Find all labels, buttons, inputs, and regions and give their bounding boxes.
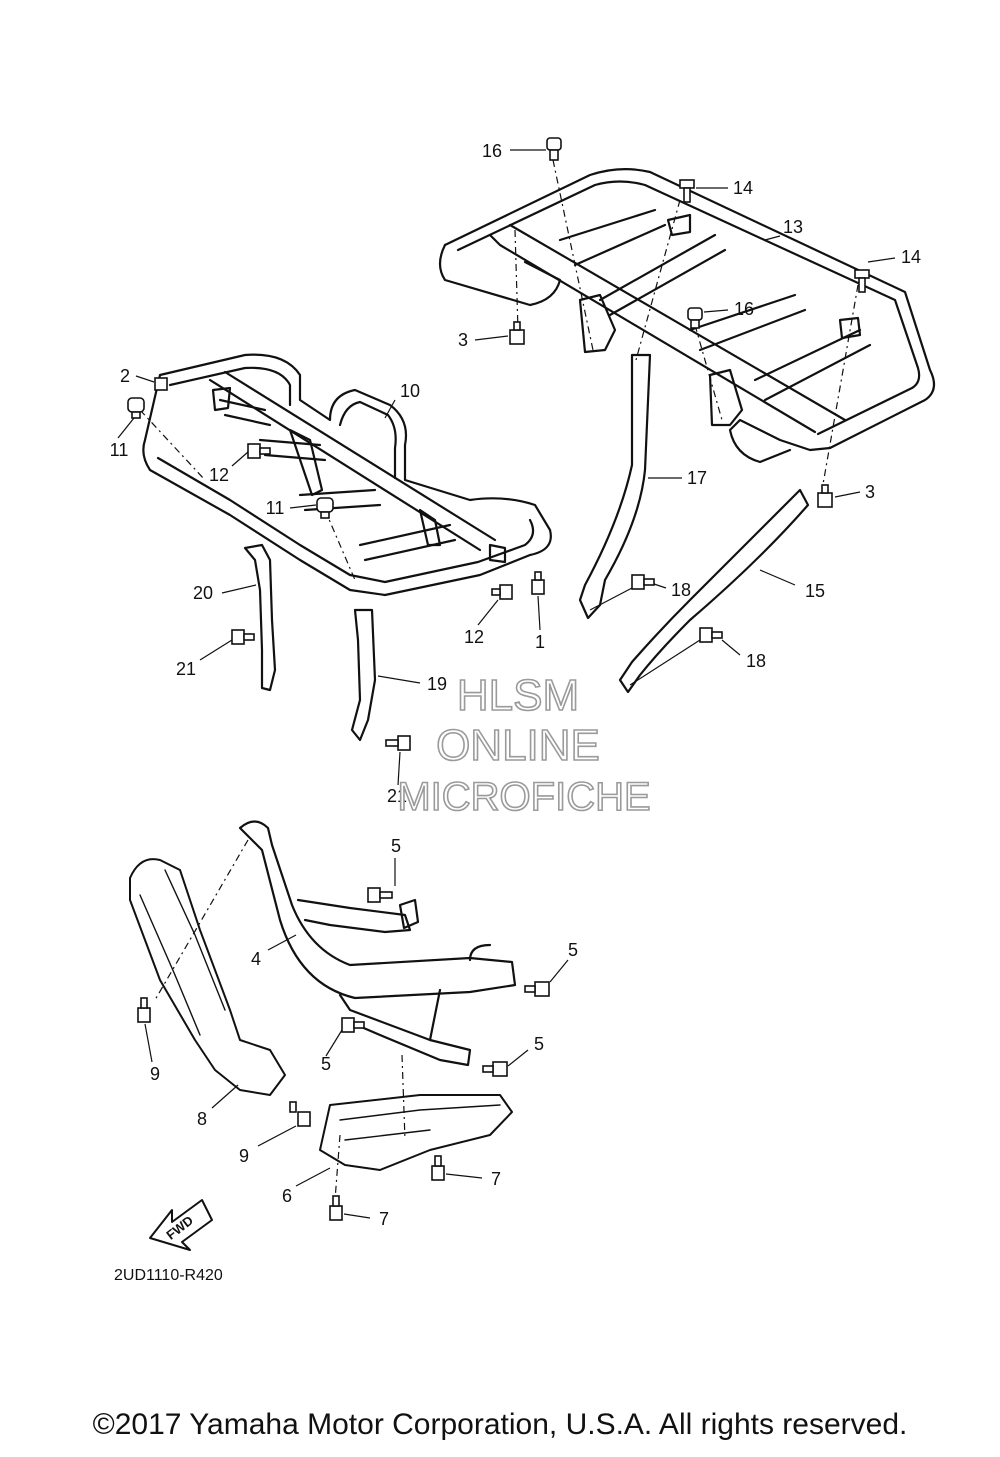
callout-7: 7 xyxy=(379,1209,389,1229)
callout-3: 3 xyxy=(458,330,468,350)
callout-3: 3 xyxy=(865,482,875,502)
callout-2: 2 xyxy=(120,366,130,386)
watermark-line-3: MICROFICHE xyxy=(397,775,650,819)
rear-stays-drawing xyxy=(578,353,810,694)
callout-10: 10 xyxy=(400,381,420,401)
bolt-icon xyxy=(699,627,723,643)
nut-icon xyxy=(154,377,168,391)
callout-5: 5 xyxy=(534,1034,544,1054)
bolt-icon xyxy=(482,1061,508,1077)
bolt-icon xyxy=(631,574,655,590)
nut-icon xyxy=(817,484,833,508)
bolt-icon xyxy=(546,137,562,161)
fwd-arrow-icon: FWD xyxy=(149,1199,213,1251)
bolt-icon xyxy=(127,397,145,419)
bolt-icon xyxy=(329,1195,343,1221)
rear-carrier-drawing xyxy=(438,168,936,464)
callout-18: 18 xyxy=(746,651,766,671)
callout-7: 7 xyxy=(491,1169,501,1189)
callout-15: 15 xyxy=(805,581,825,601)
callout-21: 21 xyxy=(387,786,407,806)
leader-lines xyxy=(117,149,896,1219)
callout-18: 18 xyxy=(671,580,691,600)
callout-19: 19 xyxy=(427,674,447,694)
drawing-code: 2UD1110-R420 xyxy=(114,1267,223,1284)
callout-13: 13 xyxy=(783,217,803,237)
callout-21: 21 xyxy=(176,659,196,679)
bolt-icon xyxy=(231,629,255,645)
callout-6: 6 xyxy=(282,1186,292,1206)
callout-5: 5 xyxy=(321,1054,331,1074)
callout-14: 14 xyxy=(733,178,753,198)
bolt-icon xyxy=(341,1017,365,1033)
callout-8: 8 xyxy=(197,1109,207,1129)
callout-4: 4 xyxy=(251,949,261,969)
watermark: HLSM ONLINE MICROFICHE xyxy=(397,670,652,820)
bolt-icon xyxy=(687,307,703,329)
callout-12: 12 xyxy=(464,627,484,647)
copyright-notice: ©2017 Yamaha Motor Corporation, U.S.A. A… xyxy=(92,1408,908,1441)
bolt-icon xyxy=(289,1101,311,1127)
bolt-icon xyxy=(367,887,393,903)
bolt-icon xyxy=(385,735,411,751)
bolt-icon xyxy=(137,997,151,1023)
fasteners xyxy=(127,137,870,1221)
callout-14: 14 xyxy=(901,247,921,267)
bolt-icon xyxy=(491,584,513,600)
callout-9: 9 xyxy=(239,1146,249,1166)
bolt-icon xyxy=(854,269,870,293)
callout-11: 11 xyxy=(110,440,129,460)
alignment-lines xyxy=(139,159,859,1201)
nut-icon xyxy=(509,321,525,345)
callout-12: 12 xyxy=(209,465,229,485)
nut-icon xyxy=(531,571,545,595)
callout-16: 16 xyxy=(734,299,754,319)
front-stays-drawing xyxy=(243,543,377,742)
watermark-line-1: HLSM xyxy=(457,671,579,720)
callout-9: 9 xyxy=(150,1064,160,1084)
callout-5: 5 xyxy=(391,836,401,856)
callout-16: 16 xyxy=(482,141,502,161)
bolt-icon xyxy=(679,179,695,203)
watermark-line-2: ONLINE xyxy=(436,721,600,770)
bolt-icon xyxy=(247,443,271,459)
callout-17: 17 xyxy=(687,468,707,488)
bolt-icon xyxy=(431,1155,445,1181)
front-carrier-drawing xyxy=(142,353,552,597)
bolt-icon xyxy=(316,497,334,519)
callout-5: 5 xyxy=(568,940,578,960)
callout-1: 1 xyxy=(535,632,545,652)
bolt-icon xyxy=(524,981,550,997)
guard-pipe-drawing xyxy=(238,820,517,1067)
callout-11: 11 xyxy=(266,498,285,518)
callout-20: 20 xyxy=(193,583,213,603)
callout-numbers: 1 2 3 3 4 5 5 5 5 6 7 7 8 9 9 10 11 11 1… xyxy=(110,141,921,1229)
side-guards-drawing xyxy=(129,858,513,1171)
